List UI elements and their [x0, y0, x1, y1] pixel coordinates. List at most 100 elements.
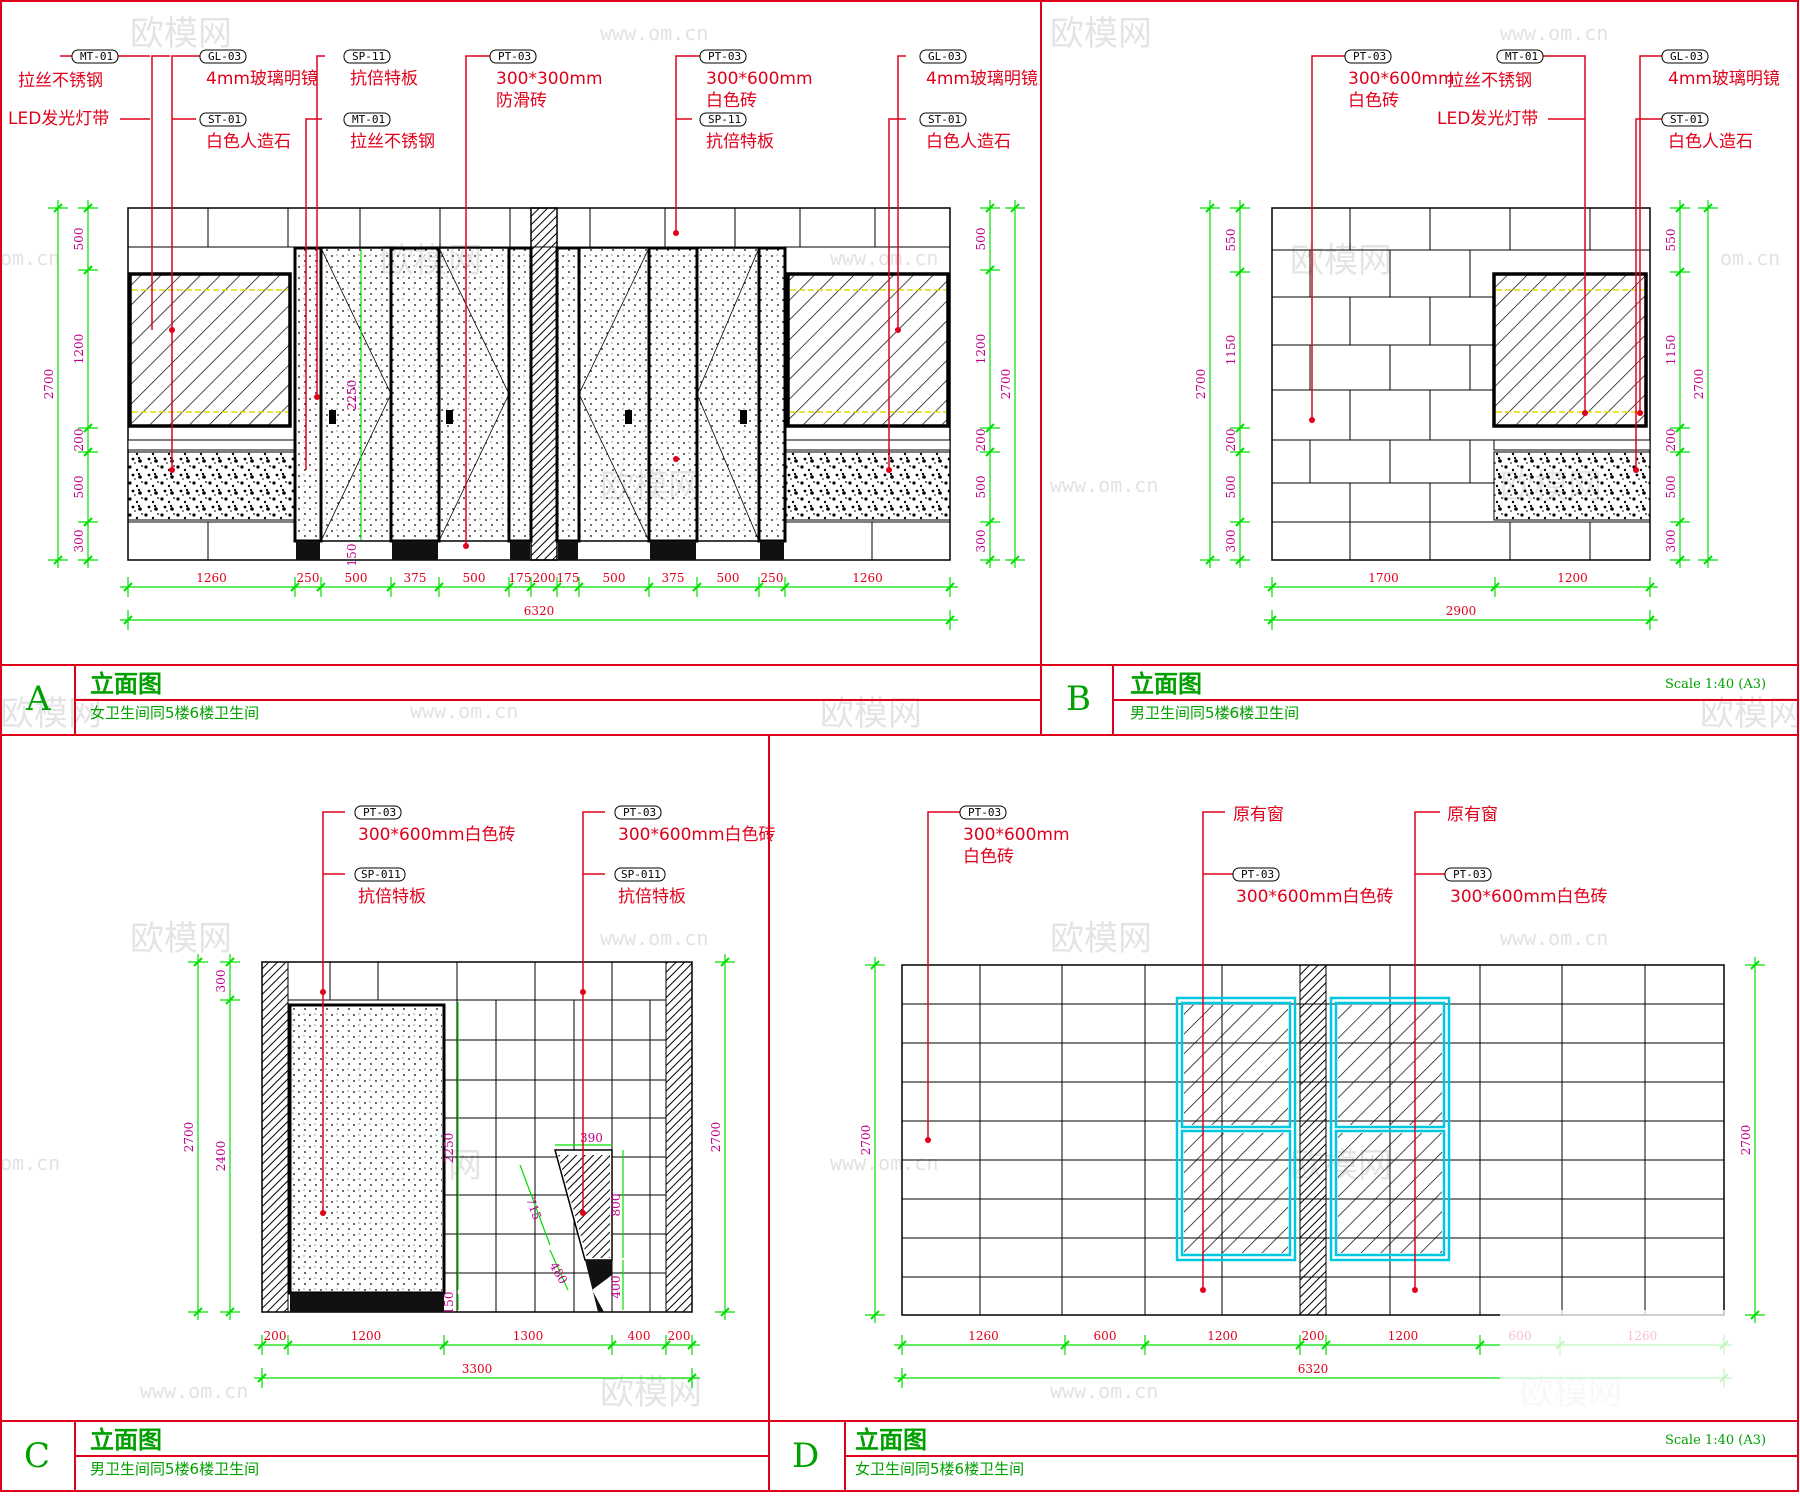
- dimension-label: 200: [533, 571, 556, 585]
- material-label: 防滑砖: [496, 91, 547, 111]
- tag-gl03: GL-03: [1661, 49, 1709, 64]
- material-label: 抗倍特板: [358, 887, 426, 907]
- dimension-tick: [1675, 203, 1685, 213]
- dimension-tick: [870, 1310, 880, 1320]
- material-label: 白色砖: [963, 847, 1014, 867]
- dimension-label: 800: [609, 1194, 623, 1217]
- dimension-tick: [1060, 1340, 1070, 1350]
- dimension-label: 200: [974, 429, 988, 452]
- title-block-a: A 立面图 女卫生间同5楼6楼卫生间: [25, 670, 259, 722]
- watermark: om.cn: [0, 1151, 60, 1175]
- dimension-label: 1200: [1557, 571, 1588, 585]
- dimension-tick: [552, 582, 562, 592]
- dimension-tick: [754, 582, 764, 592]
- dimension-label: 3300: [462, 1362, 493, 1376]
- elevation-a: 2250 150 MT-01 拉丝不锈钢: [8, 49, 1038, 630]
- panel-subtitle: 男卫生间同5楼6楼卫生间: [90, 1460, 259, 1478]
- dimension-label: 300: [214, 970, 228, 993]
- dimension-tick: [1295, 1340, 1305, 1350]
- dimension-label: 1700: [1368, 571, 1399, 585]
- tag-sp011: SP-011: [614, 867, 666, 882]
- dimension-tick: [1235, 517, 1245, 527]
- watermark: 欧模网: [1050, 919, 1152, 959]
- dimension-tick: [439, 1340, 449, 1350]
- dimension-tick: [870, 960, 880, 970]
- dimension-label: 500: [345, 571, 368, 585]
- svg-text:ST-01: ST-01: [208, 113, 241, 126]
- dimension-tick: [687, 1340, 697, 1350]
- watermark: www.om.cn: [1500, 926, 1608, 950]
- scale-label: Scale 1:40 (A3): [1665, 1433, 1766, 1448]
- material-label: 抗倍特板: [618, 887, 686, 907]
- dimension-tick: [1235, 555, 1245, 565]
- material-label: 300*600mm白色砖: [1450, 887, 1608, 907]
- dimension-label: 2700: [1194, 369, 1208, 400]
- dimension-tick: [945, 615, 955, 625]
- dimension-label: 2900: [1446, 604, 1477, 618]
- panel-subtitle: 男卫生间同5楼6楼卫生间: [1130, 704, 1299, 722]
- dimension-tick: [1321, 1340, 1331, 1350]
- dimension-tick: [386, 582, 396, 592]
- elevation-c: 390 800 400 715 480 2250 150 PT-03 300*6…: [182, 805, 776, 1388]
- dimension-label: 1150: [1664, 335, 1678, 366]
- watermark: www.om.cn: [140, 1379, 248, 1403]
- dimension-label: 175: [509, 571, 532, 585]
- dimension-tick: [53, 203, 63, 213]
- dimension-label: 2700: [859, 1125, 873, 1156]
- watermark: www.om.cn: [1050, 1379, 1158, 1403]
- elevation-b: PT-03 300*600mm 白色砖 MT-01 拉丝不锈钢 LED发光灯带 …: [1194, 49, 1780, 630]
- dimension-tick: [225, 995, 235, 1005]
- svg-text:ST-01: ST-01: [928, 113, 961, 126]
- svg-text:PT-03: PT-03: [498, 50, 531, 63]
- dimension-tick: [1675, 555, 1685, 565]
- dimension-tick: [985, 447, 995, 457]
- dimension-label: 500: [717, 571, 740, 585]
- dimension-label: 500: [72, 476, 86, 499]
- dimension-label: 500: [1664, 476, 1678, 499]
- dimension-tick: [644, 582, 654, 592]
- dimension-tick: [985, 423, 995, 433]
- dimension-tick: [1750, 960, 1760, 970]
- dimension-tick: [692, 582, 702, 592]
- dimension-label: 400: [609, 1276, 623, 1299]
- dimension-label: 300: [1664, 530, 1678, 553]
- dimension-tick: [1675, 267, 1685, 277]
- svg-text:SP-011: SP-011: [621, 868, 661, 881]
- svg-text:PT-03: PT-03: [363, 806, 396, 819]
- material-label: 300*600mm: [1348, 69, 1455, 89]
- dimension-label: 1260: [968, 1329, 999, 1343]
- svg-text:PT-03: PT-03: [1353, 50, 1386, 63]
- dimension-tick: [1675, 423, 1685, 433]
- dimension-label: 200: [668, 1329, 691, 1343]
- tag-sp011: SP-011: [354, 867, 406, 882]
- dimension-label: 500: [974, 476, 988, 499]
- dimension-tick: [1750, 1310, 1760, 1320]
- dimension-label: 200: [1664, 429, 1678, 452]
- watermark: om.cn: [1720, 246, 1780, 270]
- dimension-label: 1200: [72, 334, 86, 365]
- dimension-tick: [1675, 517, 1685, 527]
- svg-text:PT-03: PT-03: [708, 50, 741, 63]
- svg-text:PT-03: PT-03: [968, 806, 1001, 819]
- dimension-label: 200: [1224, 429, 1238, 452]
- dimension-label: 500: [72, 228, 86, 251]
- dimension-tick: [1235, 447, 1245, 457]
- panel-title: 立面图: [90, 1426, 162, 1454]
- material-label: 白色人造石: [926, 132, 1011, 152]
- svg-text:PT-03: PT-03: [1241, 868, 1274, 881]
- dimension-label: 1200: [974, 334, 988, 365]
- dimension-tick: [1205, 555, 1215, 565]
- dimension-tick: [1267, 615, 1277, 625]
- tag-gl03: GL-03: [919, 49, 967, 64]
- dimension-label: 1150: [1224, 335, 1238, 366]
- dimension-tick: [1140, 1340, 1150, 1350]
- material-label: 4mm玻璃明镜: [926, 69, 1038, 89]
- watermark: 欧模网: [130, 919, 232, 959]
- dimension-tick: [985, 555, 995, 565]
- tag-sp11: SP-11: [343, 49, 391, 64]
- watermark: www.om.cn: [600, 21, 708, 45]
- dimension-label: 200: [72, 429, 86, 452]
